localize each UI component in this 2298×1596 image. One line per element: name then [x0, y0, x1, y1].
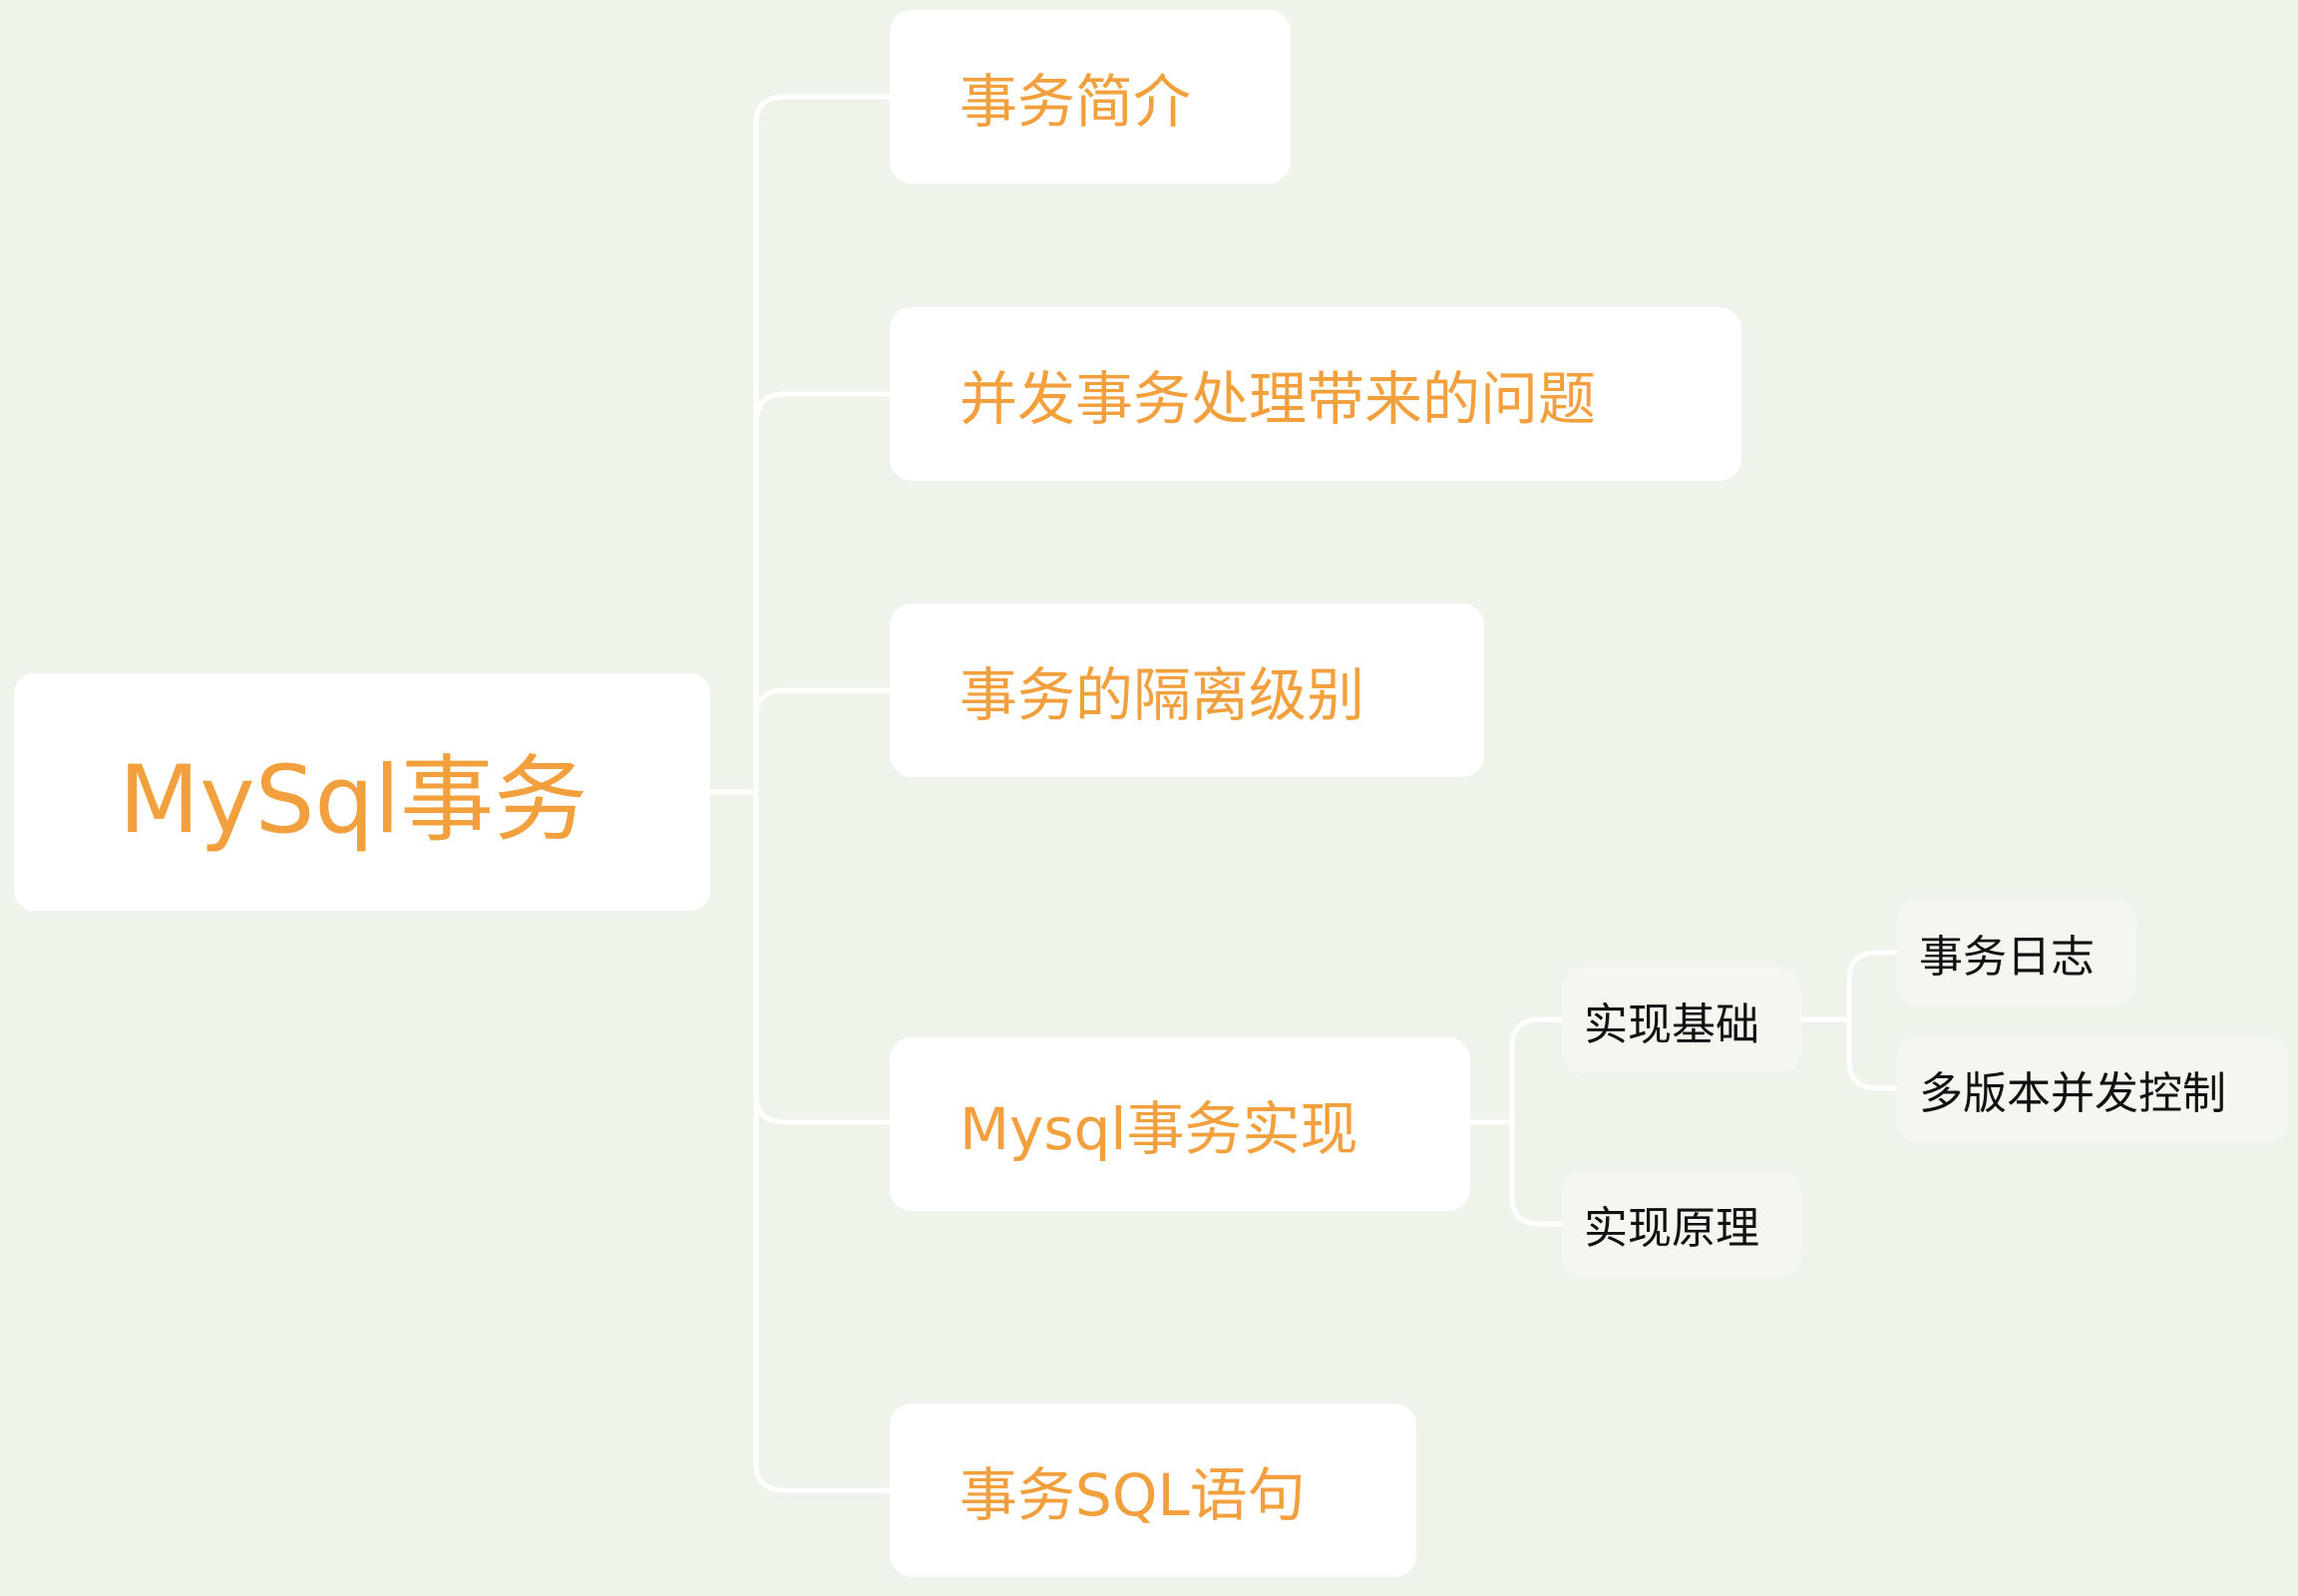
- subnode-label: 实现基础: [1584, 999, 1759, 1050]
- branch-label: Mysql事务实现: [959, 1095, 1358, 1163]
- subnode-implementation-basis[interactable]: 实现基础: [1562, 968, 1801, 1073]
- subnode-label: 实现原理: [1584, 1203, 1759, 1254]
- subnode-implementation-principle[interactable]: 实现原理: [1562, 1171, 1801, 1277]
- connector-branch-1: [753, 94, 893, 128]
- connector-impl-basis: [1509, 1016, 1565, 1125]
- connector-basis-mvcc: [1846, 1016, 1900, 1091]
- branch-node-concurrency-issues[interactable]: 并发事务处理带来的问题: [890, 307, 1741, 481]
- connector-impl-principle: [1509, 1119, 1565, 1227]
- connector-branch-4: [753, 1091, 893, 1125]
- subnode-label: 多版本并发控制: [1919, 1068, 2226, 1119]
- branch-node-isolation-levels[interactable]: 事务的隔离级别: [890, 603, 1484, 777]
- root-label: MySql事务: [119, 746, 588, 855]
- branch-node-implementation[interactable]: Mysql事务实现: [890, 1037, 1470, 1211]
- subnode-transaction-log[interactable]: 事务日志: [1897, 900, 2136, 1005]
- branch-label: 事务简介: [959, 68, 1192, 136]
- connector-branch-5: [753, 1460, 893, 1493]
- connector-branch-2: [753, 391, 893, 427]
- branch-node-sql-statements[interactable]: 事务SQL语句: [890, 1403, 1416, 1577]
- subnode-mvcc[interactable]: 多版本并发控制: [1897, 1036, 2288, 1142]
- connector-branch-3: [753, 687, 893, 721]
- branch-label: 并发事务处理带来的问题: [959, 365, 1597, 433]
- connector-basis-log: [1846, 950, 1900, 1022]
- branch-label: 事务SQL语句: [959, 1461, 1306, 1529]
- branch-label: 事务的隔离级别: [959, 661, 1365, 729]
- subnode-label: 事务日志: [1919, 932, 2095, 983]
- root-node[interactable]: MySql事务: [14, 673, 710, 911]
- branch-node-intro[interactable]: 事务简介: [890, 10, 1291, 184]
